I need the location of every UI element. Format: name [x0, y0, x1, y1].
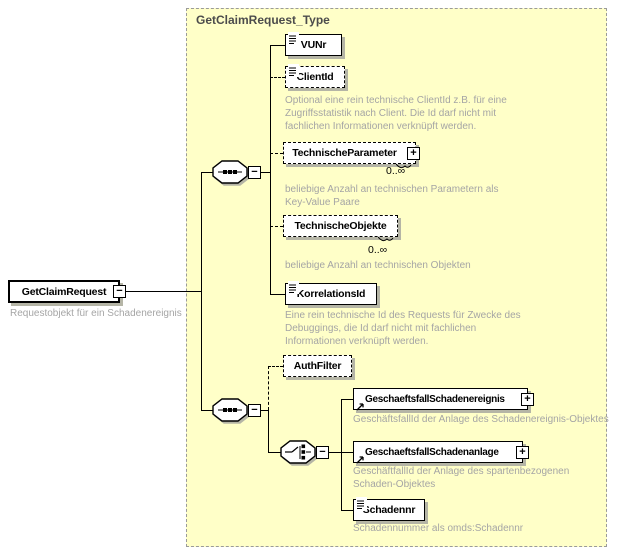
element-label: TechnischeObjekte [294, 220, 387, 232]
element-box-korrelationsid[interactable]: KorrelationsId [285, 281, 377, 305]
element-label: ClientId [296, 71, 334, 83]
annotation-technischeparameter: beliebige Anzahl an technischen Paramete… [285, 184, 499, 208]
element-reference-icon [356, 451, 365, 464]
text-content-icon [288, 281, 299, 294]
collapse-button-sequence-1[interactable]: − [248, 166, 261, 179]
connector-line [201, 410, 213, 411]
element-label: KorrelationsId [296, 288, 366, 300]
annotation-geschaeftsfallschadenanlage: GeschäftfallId der Anlage des spartenbez… [353, 466, 570, 490]
element-box-authfilter[interactable]: AuthFilter [283, 355, 352, 377]
element-label: GetClaimRequest [21, 285, 107, 298]
connector-line [328, 452, 341, 453]
collapse-button-choice[interactable]: − [316, 446, 329, 459]
element-box-geschaeftsfallschadenereignis[interactable]: GeschaeftsfallSchadenereignis [353, 388, 528, 411]
connector-line-optional [270, 77, 285, 78]
element-label: GeschaeftsfallSchadenereignis [365, 393, 505, 405]
element-label: Schadennr [362, 504, 416, 516]
expand-button-geschaeftsfallschadenereignis[interactable]: + [521, 393, 534, 406]
connector-line [268, 452, 281, 453]
element-box-getclaimrequest[interactable]: GetClaimRequest [8, 280, 120, 303]
collapse-button-sequence-2[interactable]: − [248, 404, 261, 417]
sequence-compositor-icon[interactable] [212, 398, 248, 422]
connector-line [341, 399, 353, 400]
choice-compositor-icon[interactable] [280, 440, 316, 464]
element-label: VUNr [300, 39, 327, 51]
annotation-getclaimrequest: Requestobjekt für ein Schadenereignis [10, 308, 182, 319]
connector-line [270, 294, 285, 295]
element-box-technischeparameter[interactable]: TechnischeParameter [283, 142, 416, 164]
expand-button-geschaeftsfallschadenanlage[interactable]: + [516, 446, 529, 459]
connector-line [270, 45, 271, 295]
connector-line [270, 45, 285, 46]
connector-line [341, 399, 342, 511]
collapse-button-getclaimrequest[interactable]: − [113, 285, 126, 298]
element-label: AuthFilter [293, 360, 342, 372]
connector-line-optional [270, 153, 283, 154]
expand-button-technischeparameter[interactable]: + [407, 147, 420, 160]
connector-line [341, 452, 353, 453]
complex-type-title: GetClaimRequest_Type [196, 13, 330, 27]
element-box-vunr[interactable]: VUNr [285, 32, 342, 56]
annotation-schadennr: Schadennummer als omds:Schadennr [353, 523, 524, 534]
sequence-compositor-icon[interactable] [212, 160, 248, 184]
element-label: TechnischeParameter [292, 147, 397, 159]
multi-occurrence-notch [378, 236, 394, 242]
annotation-korrelationsid: Eine rein technische Id des Requests für… [285, 310, 521, 347]
element-box-technischeobjekte[interactable]: TechnischeObjekte [283, 215, 398, 237]
element-reference-icon [356, 398, 365, 411]
occurrence-label: 0..∞ [386, 165, 406, 177]
element-box-geschaeftsfallschadenanlage[interactable]: GeschaeftsfallSchadenanlage [353, 441, 523, 464]
connector-line-optional [268, 366, 283, 367]
annotation-clientid: Optional eine rein technische ClientId z… [285, 95, 507, 132]
connector-line [268, 410, 269, 452]
occurrence-label: 0..∞ [368, 244, 388, 256]
text-content-icon [288, 32, 299, 45]
connector-line [201, 172, 213, 173]
element-label: GeschaeftsfallSchadenanlage [365, 446, 499, 458]
connector-line [341, 510, 353, 511]
annotation-technischeobjekte: beliebige Anzahl an technischen Objekten [285, 260, 471, 271]
element-box-schadennr[interactable]: Schadennr [353, 497, 425, 521]
connector-line [260, 172, 270, 173]
connector-line-optional [270, 226, 283, 227]
connector-line-optional [268, 366, 269, 410]
multi-occurrence-notch [396, 163, 412, 169]
annotation-geschaeftsfallschadenereignis: GeschäftsfallId der Anlage des Schadener… [353, 414, 609, 425]
text-content-icon [356, 497, 367, 510]
connector-line [126, 291, 201, 292]
element-box-clientid[interactable]: ClientId [285, 64, 345, 88]
connector-line [260, 410, 268, 411]
text-content-icon [288, 64, 299, 77]
connector-line [201, 172, 202, 411]
